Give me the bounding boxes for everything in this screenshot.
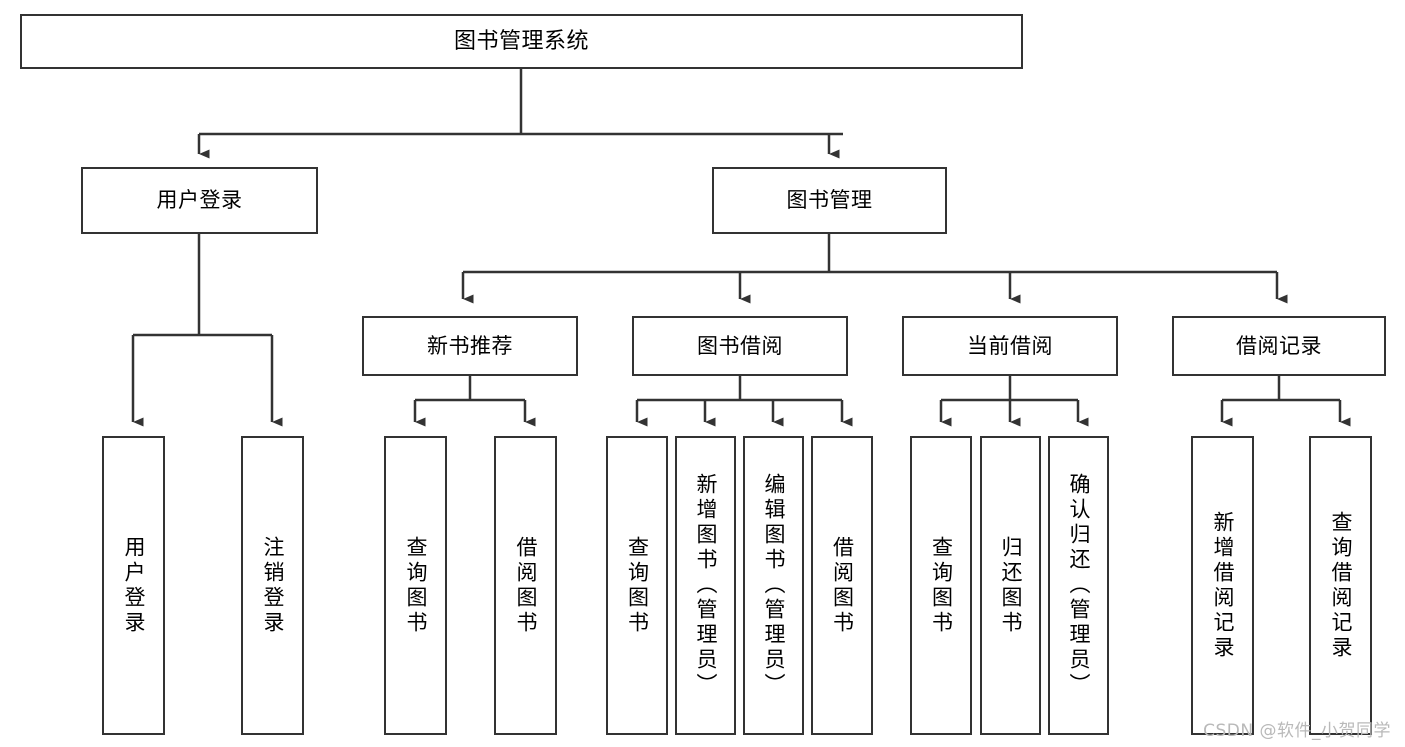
leaf-add-borrow-record[interactable]: 新增借阅记录 (1191, 436, 1254, 735)
leaf-user-logout[interactable]: 注销登录 (241, 436, 304, 735)
node-label: 新增借阅记录 (1211, 510, 1235, 661)
leaf-borrow-book-borrow[interactable]: 借阅图书 (811, 436, 873, 735)
node-label: 编辑图书（管理员） (762, 473, 786, 698)
node-label: 查询借阅记录 (1329, 510, 1353, 661)
leaf-borrow-book-recommend[interactable]: 借阅图书 (494, 436, 557, 735)
node-borrow-record[interactable]: 借阅记录 (1172, 316, 1386, 376)
node-label: 图书借阅 (697, 333, 783, 358)
leaf-query-book-recommend[interactable]: 查询图书 (384, 436, 447, 735)
node-label: 借阅记录 (1236, 333, 1322, 358)
node-new-book-recommend[interactable]: 新书推荐 (362, 316, 578, 376)
leaf-query-book-borrow[interactable]: 查询图书 (606, 436, 668, 735)
node-root-system[interactable]: 图书管理系统 (20, 14, 1023, 69)
node-label: 归还图书 (999, 535, 1023, 636)
node-label: 查询图书 (625, 535, 650, 636)
csdn-watermark: CSDN @软件_小贺同学 (1203, 721, 1391, 741)
node-label: 新书推荐 (427, 333, 513, 358)
node-book-borrow[interactable]: 图书借阅 (632, 316, 848, 376)
node-label: 注销登录 (261, 535, 285, 636)
leaf-edit-book[interactable]: 编辑图书（管理员） (743, 436, 804, 735)
leaf-return-book[interactable]: 归还图书 (980, 436, 1041, 735)
leaf-user-login[interactable]: 用户登录 (102, 436, 165, 735)
node-user-login[interactable]: 用户登录 (81, 167, 318, 234)
node-label: 当前借阅 (967, 333, 1053, 358)
node-label: 图书管理 (786, 188, 873, 213)
node-label: 查询图书 (929, 535, 954, 636)
node-label: 用户登录 (122, 535, 146, 636)
node-label: 新增图书（管理员） (694, 473, 718, 698)
node-label: 图书管理系统 (453, 28, 589, 54)
node-label: 借阅图书 (514, 535, 538, 636)
leaf-add-book[interactable]: 新增图书（管理员） (675, 436, 736, 735)
leaf-query-book-current[interactable]: 查询图书 (910, 436, 972, 735)
leaf-query-borrow-record[interactable]: 查询借阅记录 (1309, 436, 1372, 735)
node-label: 借阅图书 (830, 535, 855, 636)
node-label: 查询图书 (404, 535, 428, 636)
node-book-manage[interactable]: 图书管理 (712, 167, 947, 234)
node-label: 确认归还（管理员） (1067, 473, 1091, 698)
node-label: 用户登录 (156, 188, 243, 213)
leaf-confirm-return[interactable]: 确认归还（管理员） (1048, 436, 1109, 735)
node-current-borrow[interactable]: 当前借阅 (902, 316, 1118, 376)
